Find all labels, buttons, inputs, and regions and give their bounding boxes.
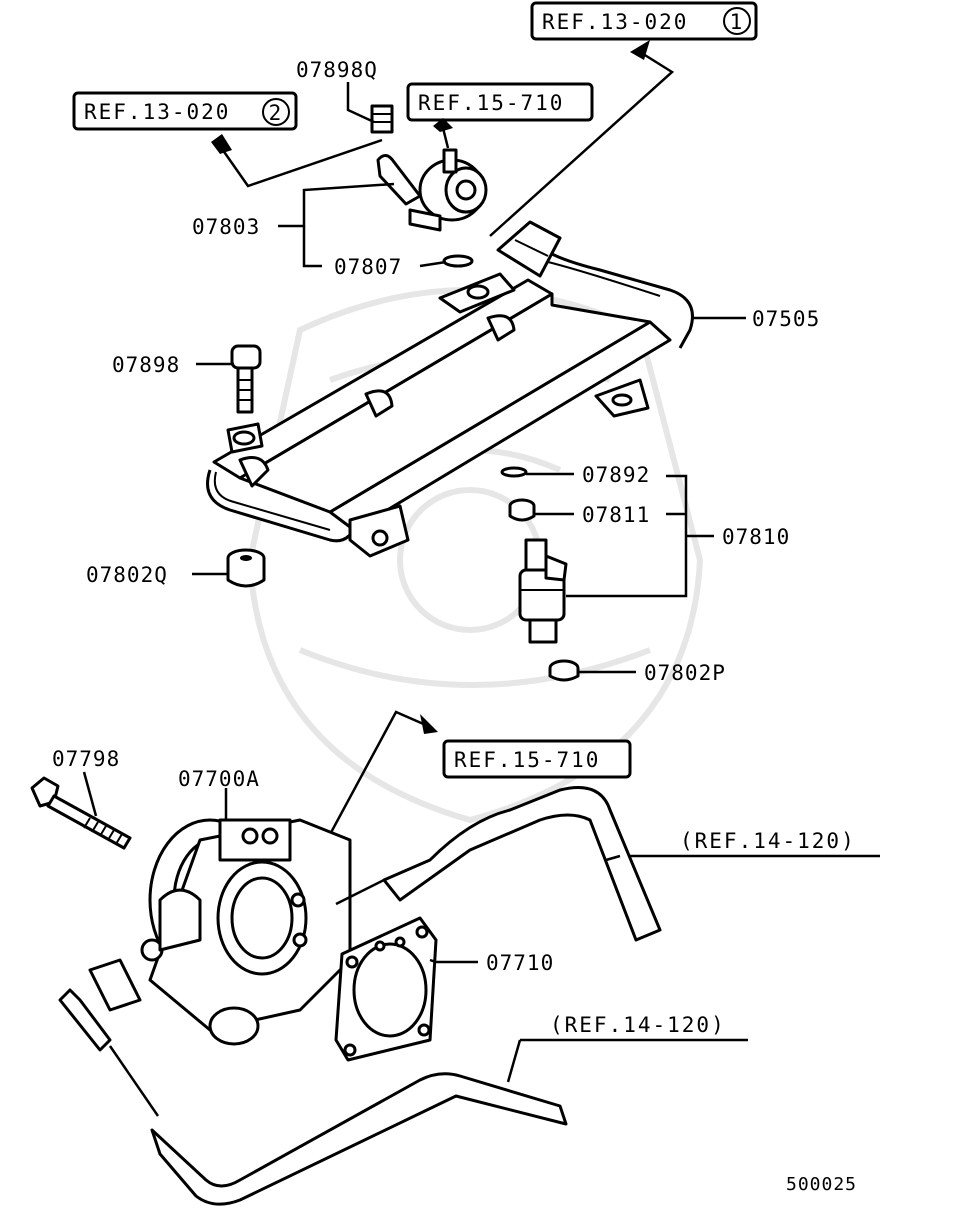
label-07802q: 07802Q [86, 563, 168, 587]
label-07811: 07811 [582, 503, 650, 527]
label-07892: 07892 [582, 463, 650, 487]
ref-15-710-mid-label: REF.15-710 [454, 748, 600, 772]
ref-box-13-020-2[interactable]: REF.13-020 2 [72, 91, 298, 131]
label-07807: 07807 [334, 255, 402, 279]
ref-13-020-1-label: REF.13-020 [542, 10, 688, 34]
label-07700a: 07700A [178, 767, 260, 791]
arrow-icon [211, 40, 675, 891]
hose-link-line [335, 878, 385, 906]
ref-13-020-2-label: REF.13-020 [84, 100, 230, 124]
o-ring-07892[interactable] [500, 466, 528, 478]
o-ring-07807[interactable] [442, 254, 474, 268]
diagram-id: 500025 [786, 1174, 857, 1195]
ref-15-710-top-label: REF.15-710 [418, 91, 564, 115]
label-07798: 07798 [52, 747, 120, 771]
gasket-07710[interactable] [334, 916, 438, 1062]
throttle-body[interactable] [88, 818, 352, 1046]
ref-circle-2: 2 [269, 101, 284, 125]
bolt-07898[interactable] [230, 344, 262, 414]
label-07810: 07810 [722, 525, 790, 549]
ref-box-15-710-top[interactable]: REF.15-710 [406, 82, 594, 122]
label-07898q: 07898Q [296, 58, 378, 82]
ref-box-15-710-mid[interactable]: REF.15-710 [442, 739, 632, 779]
hose-upper[interactable] [382, 786, 662, 942]
ref-circle-1: 1 [730, 10, 745, 34]
leader-lines [82, 82, 746, 1083]
insulator-07802q[interactable] [226, 548, 266, 588]
hose-lower[interactable] [58, 988, 568, 1206]
ref-14-120-upper[interactable]: (REF.14-120) [680, 829, 856, 853]
bolt-07798[interactable] [30, 776, 132, 850]
insulator-07802p[interactable] [548, 659, 580, 682]
fuel-rail[interactable] [206, 220, 694, 558]
fuel-injector[interactable] [518, 538, 568, 644]
label-07803: 07803 [192, 215, 260, 239]
grommet-07811[interactable] [508, 498, 536, 522]
label-07710: 07710 [486, 951, 554, 975]
pressure-regulator[interactable] [370, 104, 488, 232]
label-07505: 07505 [752, 307, 820, 331]
label-07898: 07898 [112, 353, 180, 377]
ref-box-13-020-1[interactable]: REF.13-020 1 [530, 1, 758, 41]
ref-14-120-lower[interactable]: (REF.14-120) [550, 1013, 726, 1037]
label-07802p: 07802P [644, 661, 726, 685]
